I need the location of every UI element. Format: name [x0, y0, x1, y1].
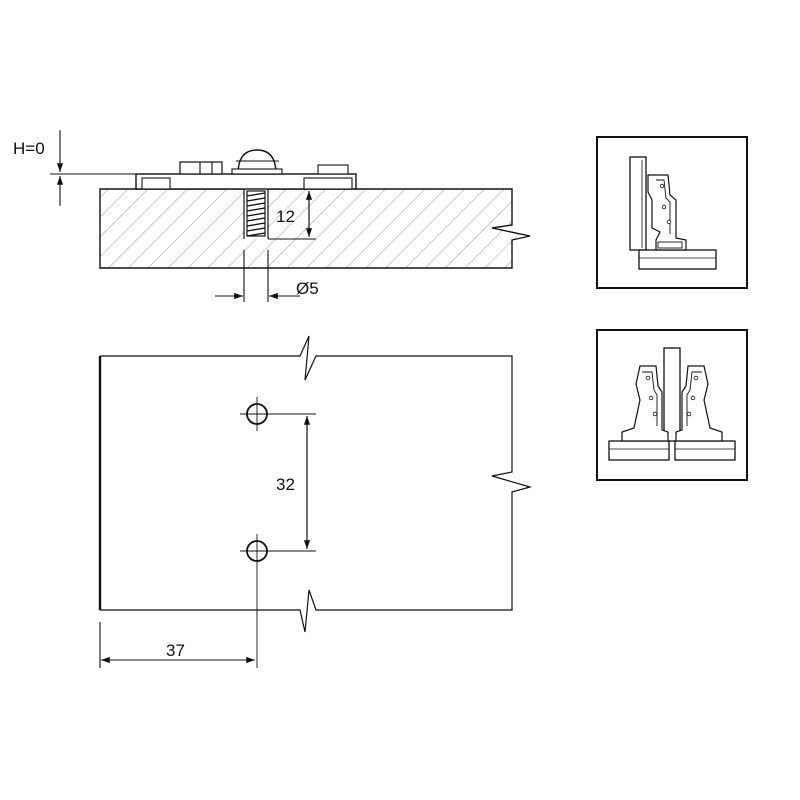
edge-distance-dimension: 37: [99, 622, 255, 668]
screw-thread: [246, 190, 266, 237]
height-label: H=0: [13, 139, 45, 158]
depth-label: 12: [276, 207, 295, 226]
edge-distance-label: 37: [166, 641, 185, 660]
diameter-label: Ø5: [296, 279, 319, 298]
spacing-dimension: 32: [268, 413, 316, 552]
height-dimension: H=0: [13, 130, 136, 206]
hinge-overlay-single-icon: [596, 136, 748, 289]
panel-section: [99, 188, 531, 269]
spacing-label: 32: [276, 475, 295, 494]
side-section-view: H=0 12 Ø5: [13, 130, 531, 302]
plan-view: 32 37: [98, 335, 533, 668]
hinge-overlay-double-icon: [596, 329, 748, 481]
diameter-dimension: Ø5: [215, 250, 319, 302]
drill-hole-bottom: [240, 534, 274, 668]
panel-outline: [100, 335, 533, 633]
mounting-plate: [135, 149, 357, 190]
depth-dimension: 12: [268, 191, 316, 240]
